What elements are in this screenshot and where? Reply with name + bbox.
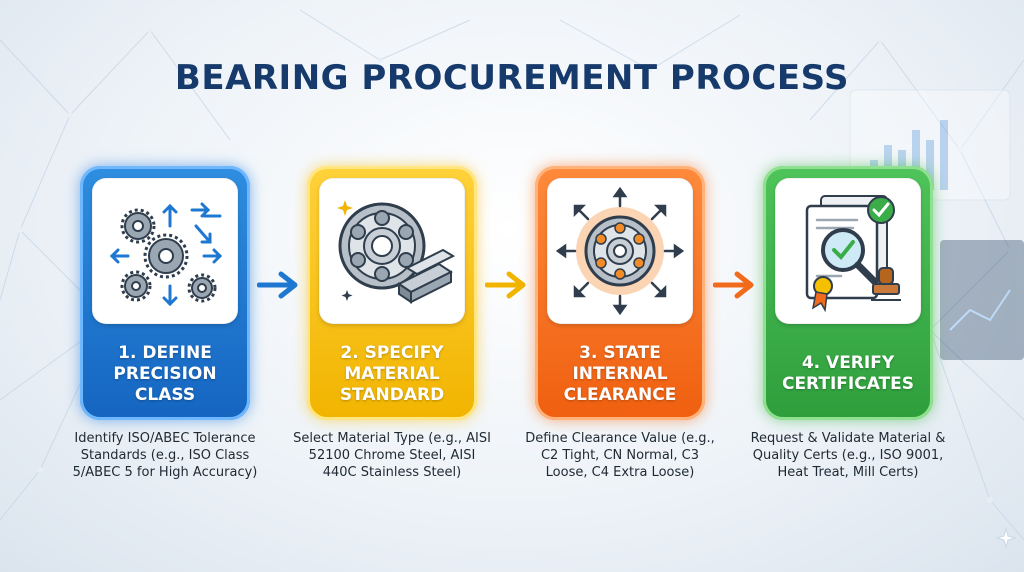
arrow-right-icon [257, 268, 303, 302]
step-label-4: 4. VERIFY CERTIFICATES [769, 336, 927, 412]
step-card-1: 1. DEFINE PRECISION CLASS [80, 166, 250, 420]
step-description-2: Select Material Type (e.g., AISI 52100 C… [292, 430, 492, 481]
step-card-2: 2. SPECIFY MATERIAL STANDARD [307, 166, 477, 420]
bearing-radial-arrows-icon [547, 178, 693, 324]
gears-arrows-icon [92, 178, 238, 324]
page-title: BEARING PROCUREMENT PROCESS [0, 58, 1024, 98]
bearing-steel-bars-icon [319, 178, 465, 324]
step-description-4: Request & Validate Material & Quality Ce… [748, 430, 948, 481]
step-card-4: 4. VERIFY CERTIFICATES [763, 166, 933, 420]
certificate-magnifier-icon [775, 178, 921, 324]
step-label-2: 2. SPECIFY MATERIAL STANDARD [313, 336, 471, 412]
step-description-3: Define Clearance Value (e.g., C2 Tight, … [520, 430, 720, 481]
sparkle-icon [996, 528, 1016, 548]
step-label-1: 1. DEFINE PRECISION CLASS [86, 336, 244, 412]
arrow-right-icon [485, 268, 531, 302]
step-card-3: 3. STATE INTERNAL CLEARANCE [535, 166, 705, 420]
arrow-right-icon [713, 268, 759, 302]
step-label-3: 3. STATE INTERNAL CLEARANCE [541, 336, 699, 412]
step-description-1: Identify ISO/ABEC Tolerance Standards (e… [65, 430, 265, 481]
